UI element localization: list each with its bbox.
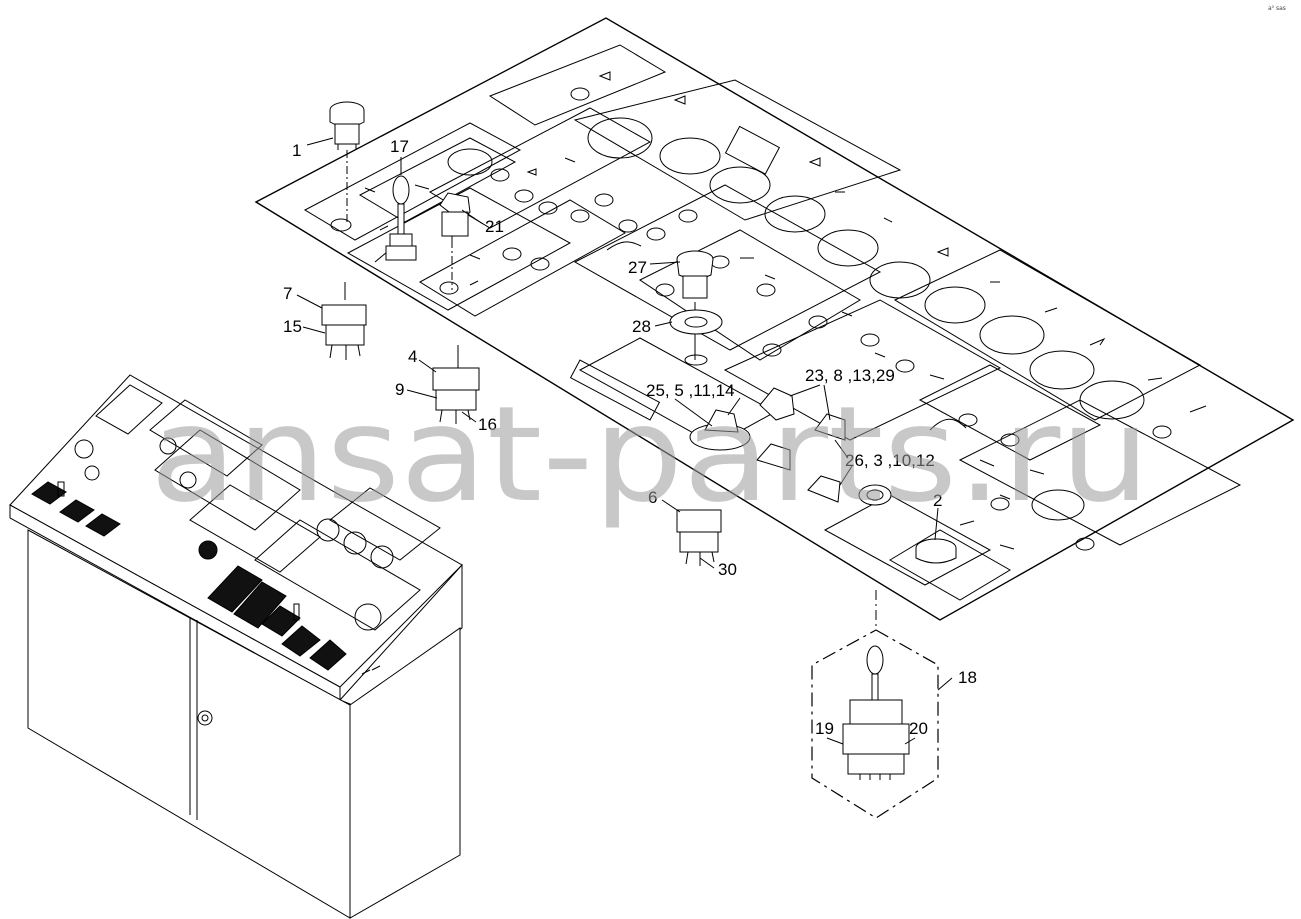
callout-27: 27 <box>628 258 647 277</box>
callout-labels: 1 17 21 7 15 4 9 16 27 28 25, 5 ,11,14 2… <box>283 137 977 738</box>
panel-plate <box>254 17 1295 621</box>
round-button-part-2 <box>915 538 957 564</box>
callout-6: 6 <box>648 488 657 507</box>
callout-25: 25, 5 ,11,14 <box>646 381 735 400</box>
callout-21: 21 <box>485 217 504 236</box>
joystick-part-17 <box>385 175 417 261</box>
leader-lines <box>296 137 953 745</box>
callout-19: 19 <box>815 719 834 738</box>
callout-26: 26, 3 ,10,12 <box>845 451 935 470</box>
corner-code: a⁰ sas <box>1268 5 1286 12</box>
callout-20: 20 <box>909 719 928 738</box>
callout-18: 18 <box>958 668 977 687</box>
selector-switch-part-21 <box>439 192 471 246</box>
contact-block-part-6-30 <box>676 509 722 566</box>
contact-block-part-7-15 <box>321 304 367 360</box>
callout-17: 17 <box>390 137 409 156</box>
callout-9: 9 <box>395 380 404 399</box>
callout-1: 1 <box>292 141 301 160</box>
callout-28: 28 <box>632 317 651 336</box>
contact-block-part-4-9-16 <box>432 367 480 424</box>
watermark-text: ansat-parts.ru <box>150 378 1150 532</box>
callout-15: 15 <box>283 317 302 336</box>
illuminated-button-part-27 <box>676 250 714 299</box>
callout-30: 30 <box>718 560 737 579</box>
washer-part-28 <box>669 309 723 366</box>
callout-4: 4 <box>408 347 417 366</box>
joystick-detail-18 <box>811 629 939 819</box>
selector-knobs-group <box>689 387 892 506</box>
callout-23: 23, 8 ,13,29 <box>805 366 895 385</box>
console-cabinet <box>9 374 463 919</box>
callout-2: 2 <box>933 491 942 510</box>
callout-7: 7 <box>283 284 292 303</box>
mushroom-button-part-1 <box>329 101 365 150</box>
callout-16: 16 <box>478 415 497 434</box>
